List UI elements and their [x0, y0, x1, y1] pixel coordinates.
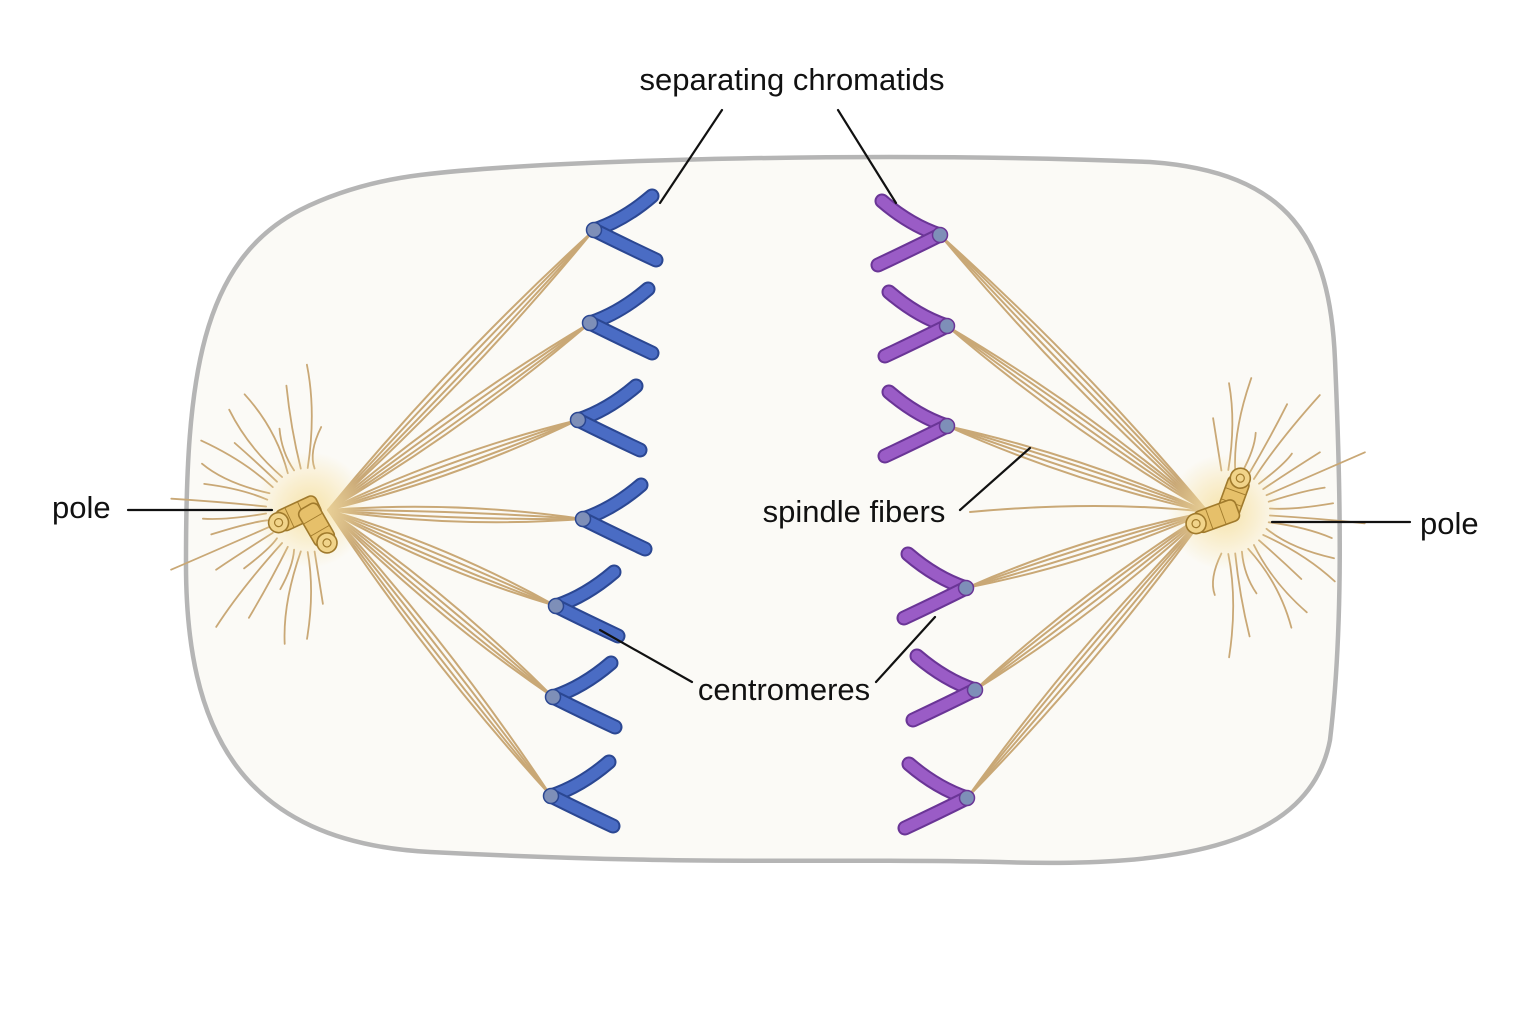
chromatid [877, 284, 956, 364]
chromatid [544, 655, 623, 735]
centromere [544, 688, 562, 706]
leader-chromatids-left [658, 108, 724, 205]
chromatid [574, 477, 653, 557]
spindle-fiber [327, 509, 552, 797]
centromere [938, 417, 956, 435]
pole-right [1167, 454, 1283, 570]
spindle-fiber [966, 511, 1209, 799]
spindle-fiber [939, 234, 1209, 513]
centromere [574, 510, 592, 528]
spindle-fiber [966, 511, 1209, 799]
centromere [581, 314, 599, 332]
spindle-fibers [327, 229, 1209, 799]
label-pole-left: pole [52, 490, 111, 525]
centromere [966, 681, 984, 699]
spindle-fiber [939, 234, 1209, 513]
spindle-fiber [327, 509, 552, 797]
label-centromeres: centromeres [698, 672, 870, 707]
centromere [938, 317, 956, 335]
label-separating-chromatids: separating chromatids [640, 62, 945, 97]
leader-spindle-fibers [958, 446, 1032, 512]
chromatid [897, 756, 976, 836]
pole-left [252, 452, 368, 568]
centromere [542, 787, 560, 805]
spindle-fiber [327, 229, 595, 511]
centromere [569, 411, 587, 429]
spindle-fiber [939, 234, 1209, 513]
chromatid [547, 564, 626, 644]
centromere [585, 221, 603, 239]
centriole-pair-icon [267, 495, 338, 554]
centromere [957, 579, 975, 597]
centriole-pair-icon [1185, 467, 1252, 535]
chromatid [905, 648, 984, 728]
spindle-fiber [327, 229, 595, 511]
centromere [958, 789, 976, 807]
centromere [931, 226, 949, 244]
spindle-fiber [966, 511, 1209, 799]
spindle-fiber [327, 229, 595, 511]
spindle-fiber [327, 229, 595, 511]
chromatid [569, 378, 648, 458]
spindle-fiber [327, 509, 552, 797]
chromatid [877, 384, 956, 464]
chromatid [585, 188, 664, 268]
spindle-fiber [966, 511, 1209, 799]
spindle-fiber [327, 509, 552, 797]
centromere [547, 597, 565, 615]
leader-centromeres-right [874, 615, 937, 684]
spindle-fiber [939, 234, 1209, 513]
label-pole-right: pole [1420, 506, 1479, 541]
label-spindle-fibers: spindle fibers [763, 494, 946, 529]
chromatid [896, 546, 975, 626]
chromatid [870, 193, 949, 273]
leader-chromatids-right [836, 108, 898, 205]
chromatid [542, 754, 621, 834]
chromatid-group [542, 188, 984, 836]
chromatid [581, 281, 660, 361]
leader-centromeres-left [598, 628, 694, 684]
